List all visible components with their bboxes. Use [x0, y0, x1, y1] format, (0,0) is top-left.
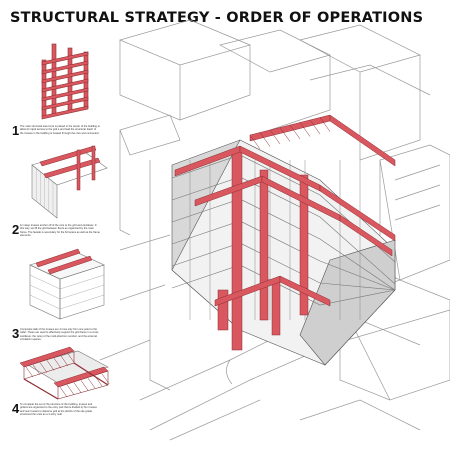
steel-beam	[249, 114, 331, 142]
truss-diagonal	[94, 375, 103, 387]
truss-diagonal	[80, 380, 89, 391]
slab-line	[29, 274, 105, 290]
truss-diagonal	[259, 132, 271, 147]
floor-slab-line	[171, 242, 396, 291]
steel-column	[231, 149, 243, 351]
step-1-number: 1	[12, 123, 20, 138]
truss-diagonal	[39, 362, 48, 373]
step-1-diagram	[41, 43, 89, 120]
step-2-number: 2	[12, 222, 20, 237]
steel-beam	[279, 275, 331, 307]
truss-diagonal	[60, 355, 69, 367]
step-1-beam	[41, 96, 89, 111]
step-1-beam	[41, 69, 89, 84]
steel-beam	[339, 214, 393, 257]
truss-diagonal	[269, 129, 281, 145]
floor-slabs	[171, 154, 396, 306]
truss-diagonal	[87, 378, 96, 389]
floor-slab-line	[171, 220, 396, 291]
step-1-beam	[41, 78, 89, 93]
page-title: STRUCTURAL STRATEGY - ORDER OF OPERATION…	[10, 10, 424, 26]
steel-column	[259, 169, 269, 321]
truss-diagonal	[46, 360, 55, 371]
floor-slab-line	[171, 198, 396, 291]
steel-column	[271, 279, 281, 336]
steel-beam	[319, 184, 396, 242]
step-3-number: 3	[12, 326, 20, 341]
steel-column	[299, 174, 309, 316]
slab-line	[29, 284, 105, 300]
step-2-diagram	[31, 145, 108, 219]
truss-diagonal	[32, 364, 41, 375]
step-3-diagram	[29, 248, 105, 320]
truss-diagonal	[309, 119, 321, 135]
truss-diagonal	[101, 373, 110, 384]
step-4-number: 4	[12, 401, 20, 416]
steel-column	[217, 289, 229, 331]
step-4-diagram	[19, 346, 110, 400]
floor-slab-line	[171, 176, 396, 285]
step-4-caption: To complete the set of the structure of …	[20, 403, 97, 416]
step-2-caption: 1m deep trusses anchor off of the core t…	[20, 224, 100, 237]
truss-diagonal	[53, 358, 62, 369]
truss-diagonals	[249, 117, 331, 150]
truss-diagonal	[67, 353, 76, 364]
step-1-beam	[41, 87, 89, 102]
truss-diagonal	[249, 134, 261, 150]
step-3-caption: Composite slab of the trusses are 4 rows…	[20, 328, 99, 341]
truss-diagonal	[289, 124, 301, 140]
red-steel-frame	[174, 114, 396, 351]
slab-line	[29, 294, 105, 310]
building-massing	[171, 139, 396, 366]
step-1-beam	[41, 105, 89, 120]
truss-diagonal	[66, 384, 75, 395]
truss-diagonal	[59, 386, 68, 398]
truss-diagonal	[73, 382, 82, 393]
step-1-beam	[41, 60, 89, 75]
truss-diagonal	[25, 366, 34, 378]
step-1-beam	[41, 51, 89, 66]
truss-diagonal	[279, 127, 291, 142]
step-1-caption: The main structural steel core is placed…	[20, 125, 100, 135]
steel-beam	[329, 114, 396, 167]
truss-diagonal	[319, 117, 331, 132]
truss-diagonal	[299, 122, 311, 137]
